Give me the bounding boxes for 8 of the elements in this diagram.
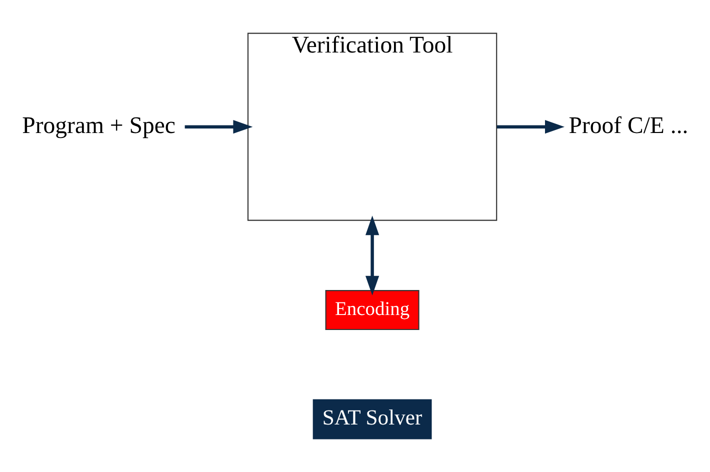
node-box: SAT Solver — [312, 399, 432, 440]
arrow — [184, 120, 253, 134]
node-text: Proof C/E ... — [568, 112, 688, 139]
arrow — [496, 120, 565, 134]
arrow — [365, 216, 380, 296]
node-box: Encoding — [325, 290, 420, 330]
node-text: Program + Spec — [22, 112, 176, 139]
node-box: Verification Tool — [247, 32, 498, 221]
